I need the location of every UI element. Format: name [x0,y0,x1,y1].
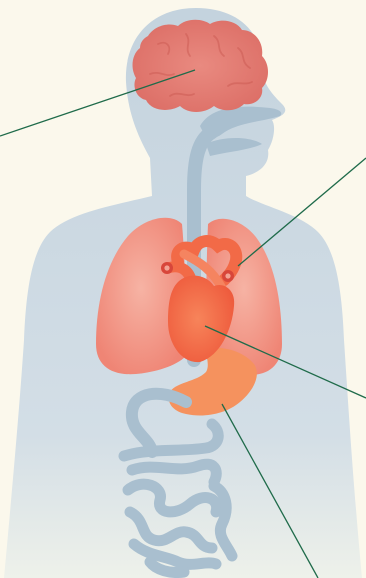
anatomy-illustration [0,0,366,578]
anatomy-diagram [0,0,366,578]
